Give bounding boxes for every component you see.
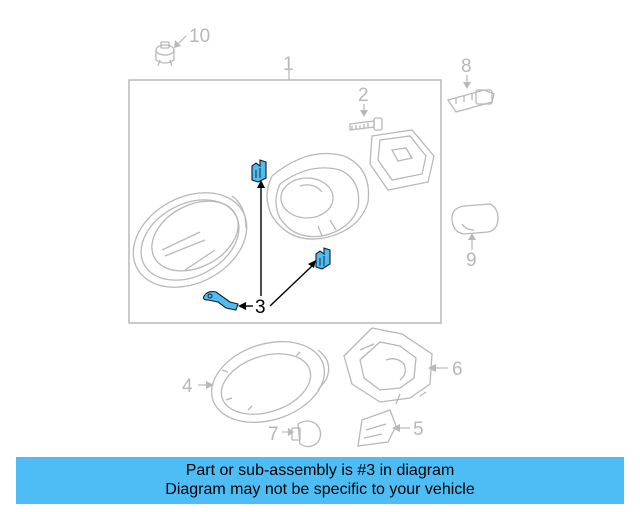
arrow-2 xyxy=(360,110,368,117)
headlamp-lens xyxy=(132,192,248,288)
arrow-3-right xyxy=(308,260,316,268)
arrow-7 xyxy=(288,428,294,436)
arrow-5 xyxy=(392,424,400,432)
callout-8: 8 xyxy=(461,56,472,77)
arrow-9 xyxy=(468,233,476,240)
arrow-4 xyxy=(206,381,214,389)
part-9-cap xyxy=(451,203,499,235)
leader-10 xyxy=(177,35,187,45)
part-3-clip-bottom xyxy=(202,290,239,311)
part-6-housing xyxy=(343,327,433,405)
part-4-trim-ring xyxy=(210,341,330,423)
arrow-3-left xyxy=(238,302,246,310)
callout-3: 3 xyxy=(255,297,266,318)
callout-6: 6 xyxy=(452,359,463,380)
arrow-8 xyxy=(463,82,471,89)
callout-4: 4 xyxy=(182,376,193,397)
part-5-bracket xyxy=(357,409,397,447)
callout-5: 5 xyxy=(413,419,424,440)
callout-9: 9 xyxy=(466,250,477,271)
part-3-clip-top xyxy=(251,159,267,183)
part-10-socket xyxy=(155,41,175,67)
arrow-6 xyxy=(428,364,436,372)
arrow-3-top xyxy=(257,180,265,188)
arrow-10 xyxy=(174,40,181,48)
bracket-frame xyxy=(369,129,435,191)
part-8-clip xyxy=(446,89,495,113)
part-3-clip-right xyxy=(315,247,331,270)
banner-disclaimer-text: Diagram may not be specific to your vehi… xyxy=(165,481,475,498)
part-2-screw xyxy=(349,117,383,131)
banner-part-text: Part or sub-assembly is #3 in diagram xyxy=(185,462,455,479)
callout-10: 10 xyxy=(189,26,210,47)
callout-2: 2 xyxy=(358,85,369,106)
callout-1: 1 xyxy=(283,54,294,75)
callout-7: 7 xyxy=(268,424,279,445)
part-7-bulb xyxy=(291,420,322,448)
assembly-box xyxy=(128,79,442,324)
headlamp-housing xyxy=(266,152,370,240)
info-banner: Part or sub-assembly is #3 in diagram Di… xyxy=(16,457,624,504)
leader-3-right xyxy=(269,265,313,307)
